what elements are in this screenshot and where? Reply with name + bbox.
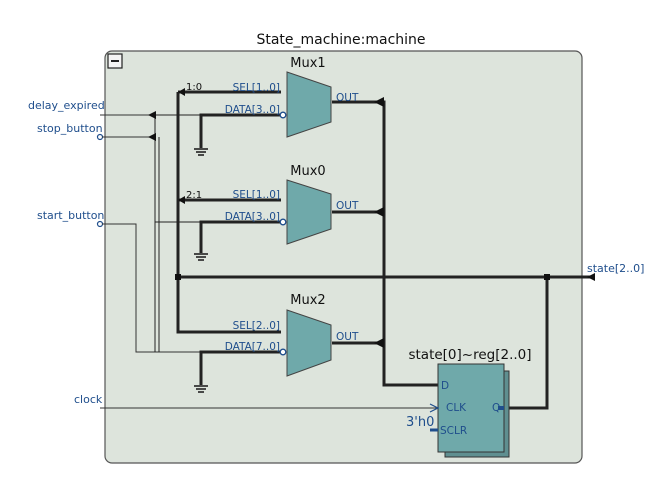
svg-text:stop_button: stop_button <box>37 122 103 135</box>
register-q-pin: Q <box>492 402 500 414</box>
junction-dot <box>175 274 181 280</box>
mux-shape <box>286 179 332 245</box>
svg-text:start_button: start_button <box>37 209 104 222</box>
mux-data-pin: DATA[3..0] <box>225 211 280 223</box>
mux0-block[interactable]: Mux0 SEL[1..0] DATA[3..0] OUT <box>225 164 359 245</box>
svg-text:state[2..0]: state[2..0] <box>587 262 644 275</box>
hierarchy-panel <box>104 50 583 464</box>
mux-name: Mux0 <box>290 164 325 179</box>
register-name: state[0]~reg[2..0] <box>408 347 531 363</box>
svg-text:delay_expired: delay_expired <box>28 99 105 112</box>
ground-icon <box>194 253 208 261</box>
mux-sel-pin: SEL[2..0] <box>233 320 280 332</box>
svg-text:clock: clock <box>74 393 103 406</box>
mux-out-pin: OUT <box>336 92 359 104</box>
mux-sel-pin: SEL[1..0] <box>233 189 280 201</box>
register-d-pin: D <box>441 380 449 392</box>
mux-shape <box>286 71 332 138</box>
mux1-block[interactable]: Mux1 SEL[1..0] DATA[3..0] OUT <box>225 56 359 138</box>
pin-stub <box>498 406 504 410</box>
inversion-bubble <box>279 348 287 356</box>
mux2-block[interactable]: Mux2 SEL[2..0] DATA[7..0] OUT <box>225 293 359 377</box>
output-port-state[interactable]: state[2..0] <box>587 262 644 275</box>
mux-sel-pin: SEL[1..0] <box>233 82 280 94</box>
register-const-value: 3'h0 <box>406 415 434 430</box>
mux-name: Mux2 <box>290 293 325 308</box>
inversion-bubble <box>279 218 287 226</box>
clock-edge-icon <box>429 403 440 413</box>
hierarchy-title: State_machine:machine <box>256 32 425 48</box>
inversion-bubble <box>279 111 287 119</box>
mux-data-pin: DATA[3..0] <box>225 104 280 116</box>
input-port-clock[interactable]: clock <box>74 393 438 409</box>
mux-name: Mux1 <box>290 56 325 71</box>
mux-data-pin: DATA[7..0] <box>225 341 280 353</box>
collapse-button[interactable] <box>107 53 123 69</box>
bus-label: 2:1 <box>186 190 202 201</box>
wire-net <box>154 90 590 410</box>
register-body <box>437 363 505 453</box>
junction-dot <box>544 274 550 280</box>
mux-out-pin: OUT <box>336 200 359 212</box>
input-port-stop-button[interactable]: stop_button <box>37 122 155 141</box>
bus-label: 1:0 <box>186 82 202 93</box>
mux-out-pin: OUT <box>336 331 359 343</box>
input-port-delay-expired[interactable]: delay_expired <box>28 99 155 116</box>
ground-icon <box>194 148 208 156</box>
register-sclr-pin: SCLR <box>440 425 467 437</box>
register-clk-pin: CLK <box>446 402 467 414</box>
mux-shape <box>286 309 332 377</box>
state-register-block[interactable]: state[0]~reg[2..0] D CLK Q 3'h0 SCLR <box>406 347 532 458</box>
ground-icon <box>194 385 208 393</box>
direction-arrows <box>148 88 595 348</box>
